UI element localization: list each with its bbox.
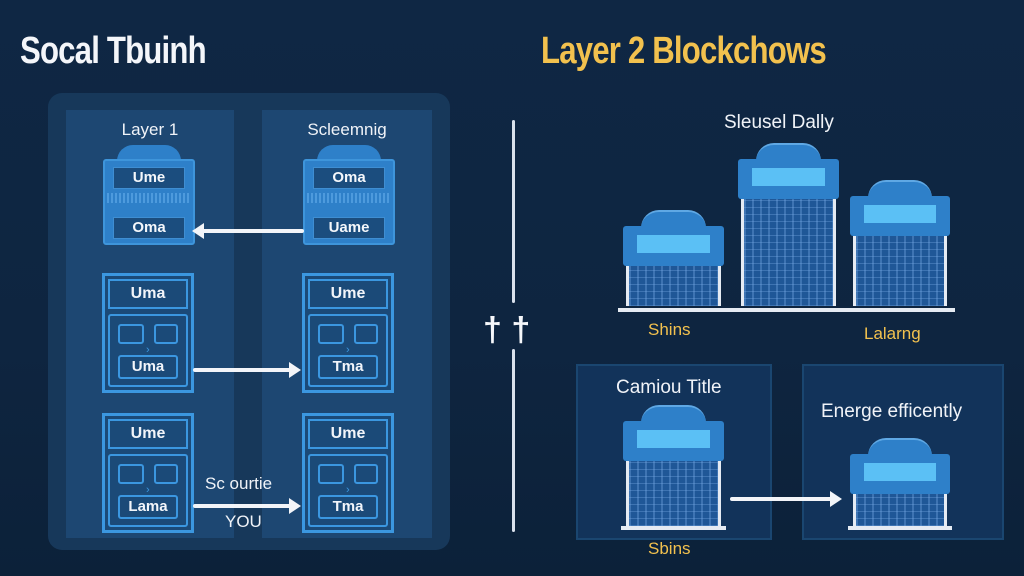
window-icon [118, 464, 144, 484]
database-node: Ume Oma [103, 145, 195, 245]
rack-screen [864, 463, 936, 481]
node-body: › Uma [108, 314, 188, 387]
node-top-label: Ume [308, 279, 388, 309]
racks-title: Sleusel Dally [724, 112, 834, 133]
node-bottom-label: Oma [113, 217, 185, 239]
node-top-label: Oma [313, 167, 385, 189]
database-stripe [307, 193, 391, 203]
divider-line-bottom [512, 349, 515, 532]
rack-dome [756, 143, 821, 163]
rack-grid [626, 461, 721, 526]
chevron-right-icon: › [346, 344, 350, 356]
arrow-label-bottom: YOU [225, 512, 262, 531]
rack-screen [864, 205, 936, 223]
process-node: Ume › Tma [302, 273, 394, 393]
left-title: Socal Tbuinh [20, 30, 207, 72]
rack-dome [868, 438, 932, 458]
rack-screen [752, 168, 825, 186]
server-rack-medium [850, 180, 950, 310]
arrow-right-icon [193, 362, 301, 378]
right-title: Layer 2 Blockchows [541, 30, 827, 72]
node-bottom-label: Uame [313, 217, 385, 239]
node-bottom-label: Uma [118, 355, 178, 379]
node-bottom-label: Tma [318, 495, 378, 519]
camio-label: Sbins [648, 539, 691, 558]
column-label-scaling: Scleemnig [307, 120, 387, 139]
rack-base [621, 526, 726, 530]
database-node: Oma Uame [303, 145, 395, 245]
node-body: › Tma [308, 454, 388, 527]
window-icon [154, 464, 178, 484]
rack-grid [853, 236, 947, 306]
double-cross-icon: † † [483, 311, 531, 349]
node-top-label: Ume [308, 419, 388, 449]
window-icon [354, 464, 378, 484]
window-icon [354, 324, 378, 344]
node-bottom-label: Lama [118, 495, 178, 519]
window-icon [318, 324, 344, 344]
arrow-right-icon [193, 498, 301, 514]
arrow-label-top: Sc ourtie [205, 474, 273, 493]
node-bottom-label: Tma [318, 355, 378, 379]
process-node: Ume › Lama [102, 413, 194, 533]
rack-base [848, 526, 952, 530]
rack-label-right: Lalarng [864, 324, 921, 343]
energy-title: Energe efficently [821, 401, 963, 422]
arrow-left-icon [192, 223, 304, 239]
column-label-layer-1: Layer 1 [121, 120, 179, 139]
rack-grid [626, 266, 721, 306]
rack-screen [637, 430, 710, 448]
camio-title: Camiou Title [616, 377, 722, 398]
server-rack-tall [738, 143, 839, 310]
racks-baseline [618, 308, 955, 312]
rack-dome [641, 210, 706, 230]
chevron-right-icon: › [146, 344, 150, 356]
rack-label-left: Shins [648, 320, 691, 339]
window-icon [118, 324, 144, 344]
node-body: › Tma [308, 314, 388, 387]
window-icon [154, 324, 178, 344]
rack-grid [741, 199, 836, 306]
rack-dome [641, 405, 706, 425]
chevron-right-icon: › [146, 484, 150, 496]
node-body: › Lama [108, 454, 188, 527]
server-rack-small [623, 210, 724, 310]
process-node: Ume › Tma [302, 413, 394, 533]
rack-grid [853, 494, 947, 526]
node-top-label: Uma [108, 279, 188, 309]
rack-dome [868, 180, 932, 200]
window-icon [318, 464, 344, 484]
node-top-label: Ume [108, 419, 188, 449]
rack-screen [637, 235, 710, 253]
chevron-right-icon: › [346, 484, 350, 496]
database-stripe [107, 193, 191, 203]
divider-line-top [512, 120, 515, 303]
server-rack-target [848, 438, 952, 530]
node-top-label: Ume [113, 167, 185, 189]
arrow-right-icon [730, 491, 842, 507]
process-node: Uma › Uma [102, 273, 194, 393]
server-rack-source [621, 405, 726, 530]
